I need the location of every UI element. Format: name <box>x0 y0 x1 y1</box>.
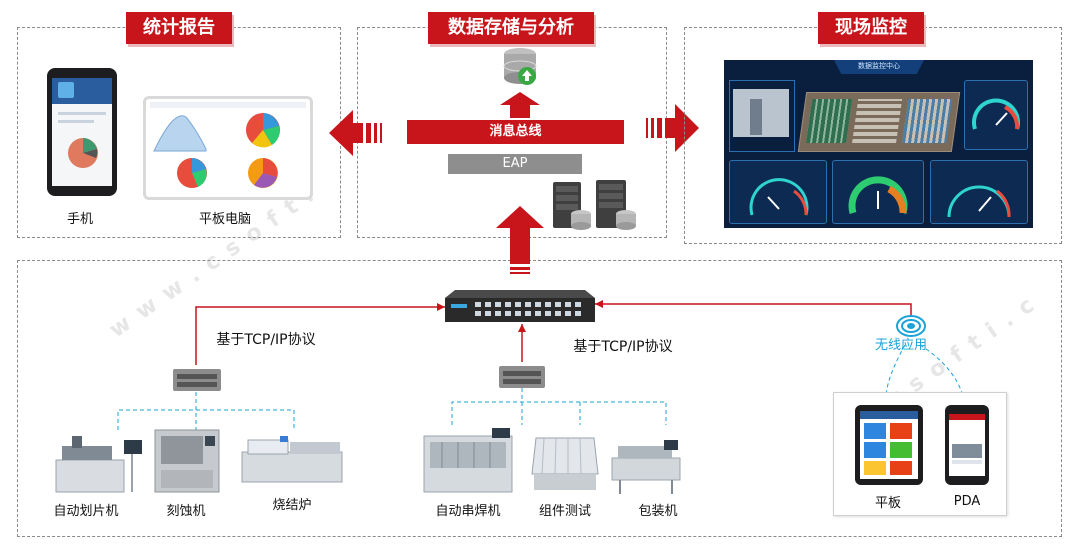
stats-report-title: 统计报告 <box>126 12 232 44</box>
eap-bar: EAP <box>448 154 582 174</box>
site-monitor-title: 现场监控 <box>818 12 924 44</box>
monitor-header: 数据监控中心 <box>858 62 900 70</box>
server-icon <box>553 180 636 230</box>
stringer-label: 自动串焊机 <box>435 504 501 519</box>
gauge-panel <box>964 80 1028 150</box>
pie-chart-icon <box>68 138 98 168</box>
edge-switch-icon <box>173 369 221 391</box>
wireless-icon <box>896 315 926 337</box>
database-icon <box>503 48 537 85</box>
packer-label: 包装机 <box>638 504 678 519</box>
message-bus-bar: 消息总线 <box>407 120 624 144</box>
mobile-tablet-label: 平板 <box>874 496 901 511</box>
gauge-panel <box>832 160 924 224</box>
edge-switch-icon <box>499 366 545 388</box>
network-switch-icon <box>445 290 595 322</box>
furnace-label: 烧结炉 <box>272 498 312 513</box>
protocol-label-left: 基于TCP/IP协议 <box>216 332 316 348</box>
monitor-dashboard: 数据监控中心 <box>724 60 1033 228</box>
phone-device <box>47 68 117 196</box>
protocol-label-right: 基于TCP/IP协议 <box>573 339 673 355</box>
right-arrow-icon <box>646 104 699 152</box>
scriber-machine-image <box>55 436 142 493</box>
stringer-machine-image <box>423 428 513 493</box>
up-arrow-icon <box>500 92 540 118</box>
field-network-panel <box>17 260 1062 537</box>
etcher-label: 刻蚀机 <box>166 504 206 519</box>
tablet-device <box>855 405 923 485</box>
module-test-label: 组件测试 <box>538 504 591 519</box>
pda-label: PDA <box>953 494 981 509</box>
module-test-machine-image <box>531 437 599 490</box>
phone-label: 手机 <box>66 212 93 227</box>
wireless-label: 无线应用 <box>874 338 927 353</box>
up-arrow-icon <box>496 206 544 274</box>
furnace-machine-image <box>241 436 343 483</box>
left-arrow-icon <box>329 110 382 156</box>
gauge-panel <box>930 160 1028 224</box>
scriber-label: 自动划片机 <box>53 504 119 519</box>
data-storage-title: 数据存储与分析 <box>428 12 594 44</box>
gauge-panel <box>729 160 827 224</box>
pda-device <box>945 405 989 485</box>
tablet-device <box>143 96 313 200</box>
tablet-charts <box>150 102 306 188</box>
packer-machine-image <box>611 440 681 494</box>
etcher-machine-image <box>154 429 220 493</box>
tablet-label: 平板电脑 <box>198 212 251 227</box>
